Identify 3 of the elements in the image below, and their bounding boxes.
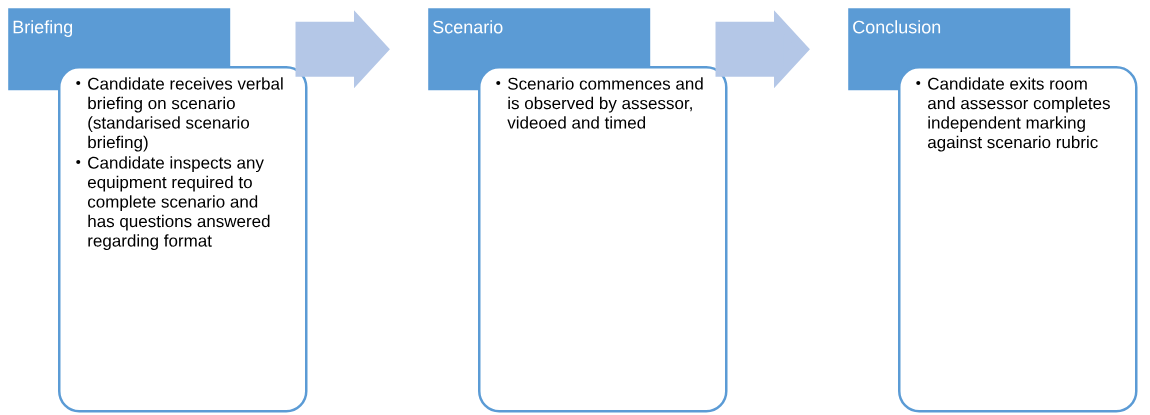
stage-card: Candidate exits room and assessor completes independent marking against scenario rubric (898, 66, 1138, 413)
stage-card: Scenario commences and is observed by assessor, videoed and timed (478, 66, 728, 413)
stage-card: Candidate receives verbal briefing on scenario (standarised scenario briefing) Candidate inspects any equipment required to complete scenario and has questions answered regarding format (58, 66, 308, 413)
